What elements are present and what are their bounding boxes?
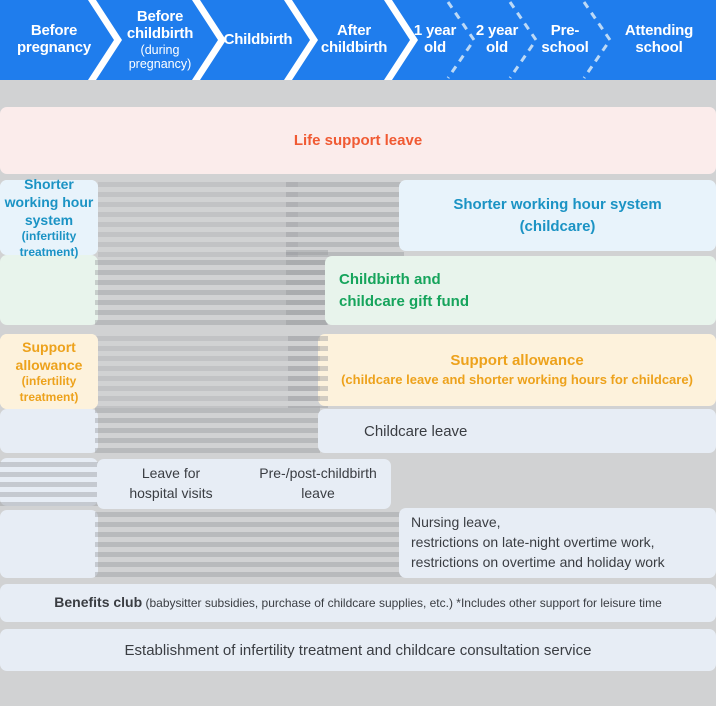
bar-label-line1: Childbirth and	[339, 271, 441, 289]
hatch-shorter-hours-lower	[95, 260, 327, 325]
stage-after-childbirth[interactable]: After childbirth	[304, 0, 404, 80]
bar-label-line2: childcare gift fund	[339, 292, 470, 310]
stage-childbirth[interactable]: Childbirth	[212, 0, 304, 80]
bar-childbirth-childcare-gift-fund[interactable]: Childbirth and childcare gift fund	[325, 256, 716, 325]
bar-label-bold: Benefits club	[54, 594, 143, 610]
bar-label-line1: Nursing leave,	[411, 514, 501, 531]
stage-label-sub: (during pregnancy)	[128, 42, 192, 71]
bar-childcare-leave[interactable]: Childcare leave	[318, 409, 716, 453]
bar-label: Shorter working hour system	[4, 175, 94, 228]
bar-label: Benefits club (babysitter subsidies, pur…	[54, 594, 662, 612]
bar-sublabel: (infertility treatment)	[19, 229, 79, 259]
bar-support-allowance-infertility[interactable]: Support allowance (infertility treatment…	[0, 334, 98, 409]
stage-label-main: Attending school	[624, 22, 694, 56]
hatch-childcare-leave	[95, 408, 320, 453]
bar-nursing-leave[interactable]: Nursing leave, restrictions on late-nigh…	[399, 508, 716, 578]
stage-label-main: Pre-school	[541, 22, 589, 56]
hatch-shorter-hours-upper	[98, 182, 298, 260]
bar-label-line2: leave	[301, 485, 335, 501]
bar-benefits-club[interactable]: Benefits club (babysitter subsidies, pur…	[0, 584, 716, 622]
bar-label-line2: hospital visits	[129, 485, 213, 501]
timeline-header: Before pregnancy Before childbirth (duri…	[0, 0, 716, 80]
stage-label-main: 2 year old	[475, 22, 519, 56]
bar-shorter-hours-infertility[interactable]: Shorter working hour system (infertility…	[0, 176, 98, 259]
bar-label-line1: Pre-/post-childbirth	[259, 465, 377, 482]
stage-label-main: Before pregnancy	[16, 22, 92, 56]
bar-sublabel: (childcare)	[519, 217, 596, 235]
bar-hospital-prepost-group[interactable]: Leave for hospital visits Pre-/post-chil…	[97, 459, 391, 509]
hatch-shorter-hours-lower-narrow	[286, 250, 328, 326]
bar-label-rest: (babysitter subsidies, purchase of child…	[142, 596, 662, 610]
bar-pre-post-childbirth-leave[interactable]: Pre-/post-childbirth leave	[245, 464, 391, 504]
bar-consultation-service[interactable]: Establishment of infertility treatment a…	[0, 629, 716, 671]
bar-left-continuation-base	[0, 458, 98, 506]
stage-label-main: 1 year old	[413, 22, 457, 56]
bar-shorter-hours-childcare[interactable]: Shorter working hour system (childcare)	[399, 180, 716, 251]
bar-label: Support allowance	[15, 338, 83, 373]
bar-life-support-leave[interactable]: Life support leave	[0, 107, 716, 174]
bar-label-line1: Leave for	[141, 465, 201, 482]
bar-hospital-visits[interactable]: Leave for hospital visits	[97, 464, 245, 504]
stage-pre-school[interactable]: Pre-school	[528, 0, 602, 80]
hatch-shorter-hours-upper-right	[286, 182, 404, 260]
hatch-support-allowance	[95, 336, 320, 408]
stage-2-year-old[interactable]: 2 year old	[466, 0, 528, 80]
bar-label: Shorter working hour system	[453, 196, 662, 214]
bar-sublabel: (childcare leave and shorter working hou…	[341, 372, 693, 388]
bar-label: Childcare leave	[364, 422, 468, 440]
bar-support-allowance-childcare[interactable]: Support allowance (childcare leave and s…	[318, 334, 716, 406]
bar-label: Support allowance	[450, 352, 584, 370]
bar-label: Establishment of infertility treatment a…	[124, 641, 592, 659]
hatch-nursing-row	[95, 512, 403, 578]
bar-nursing-left-base	[0, 510, 98, 578]
bar-label-line3: restrictions on overtime and holiday wor…	[411, 553, 665, 570]
bar-label: Life support leave	[293, 132, 423, 149]
stage-label-main: Before childbirth	[126, 8, 194, 42]
stage-before-childbirth[interactable]: Before childbirth (during pregnancy)	[108, 0, 212, 80]
bar-childcare-leave-left-base	[0, 409, 98, 453]
stage-1-year-old[interactable]: 1 year old	[404, 0, 466, 80]
bar-sublabel: (infertility treatment)	[19, 374, 79, 404]
stage-before-pregnancy[interactable]: Before pregnancy	[0, 0, 108, 80]
bar-gift-fund-base	[0, 255, 98, 325]
bar-label-line2: restrictions on late-night overtime work…	[411, 534, 655, 551]
stage-label-main: After childbirth	[320, 22, 388, 56]
stage-attending-school[interactable]: Attending school	[602, 0, 716, 80]
stage-label-main: Childbirth	[223, 30, 293, 48]
